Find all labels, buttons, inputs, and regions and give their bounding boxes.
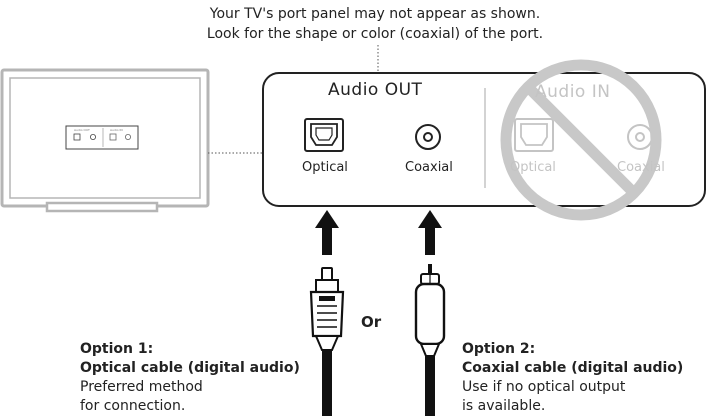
optical-port-label: Optical <box>302 160 348 175</box>
optical-cable-icon <box>309 267 345 416</box>
coaxial-port-label-disabled: Coaxial <box>617 160 665 175</box>
optical-port-icon-disabled <box>514 118 554 152</box>
option-1-title: Option 1: <box>80 341 154 357</box>
option-1-subtitle: Optical cable (digital audio) <box>80 360 300 376</box>
tv-icon <box>0 68 210 213</box>
coaxial-port-icon-disabled <box>627 124 653 150</box>
tv-panel-in-title: Audio IN <box>110 128 123 132</box>
audio-in-title: Audio IN <box>535 82 611 102</box>
tv-port-panel <box>65 125 139 150</box>
option-2-desc-1: Use if no optical output <box>462 379 626 395</box>
arrow-up-icon <box>315 210 339 255</box>
note-line-2: Look for the shape or color (coaxial) of… <box>206 26 544 42</box>
coaxial-port-icon <box>415 124 441 150</box>
option-2-title: Option 2: <box>462 341 536 357</box>
option-1-desc-2: for connection. <box>80 398 186 414</box>
note-line-1: Your TV's port panel may not appear as s… <box>209 6 541 22</box>
optical-port-label-disabled: Optical <box>510 160 556 175</box>
tv-panel-out-title: Audio OUT <box>74 128 90 132</box>
port-panel-note: Your TV's port panel may not appear as s… <box>150 4 600 44</box>
option-2-subtitle: Coaxial cable (digital audio) <box>462 360 684 376</box>
audio-out-title: Audio OUT <box>328 80 423 100</box>
coaxial-cable-icon <box>414 264 446 416</box>
audio-panel <box>262 72 706 207</box>
option-2-desc-2: is available. <box>462 398 546 414</box>
optical-port-icon <box>304 118 344 152</box>
or-label: Or <box>361 313 382 331</box>
option-2-block: Option 2: Coaxial cable (digital audio) … <box>462 340 683 416</box>
option-1-desc-1: Preferred method <box>80 379 203 395</box>
coaxial-port-label: Coaxial <box>405 160 453 175</box>
arrow-up-icon <box>418 210 442 255</box>
prohibited-icon <box>500 59 662 221</box>
option-1-block: Option 1: Optical cable (digital audio) … <box>80 340 300 416</box>
